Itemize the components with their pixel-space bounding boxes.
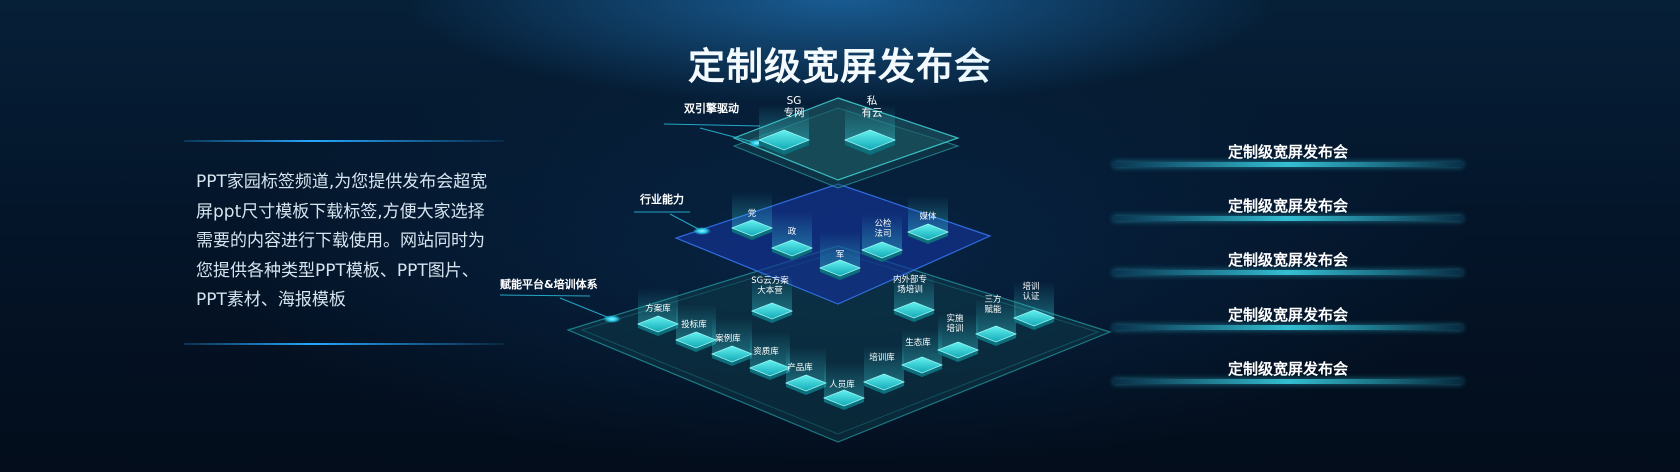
layer-3-node-12: SG云方案大本营	[750, 275, 794, 323]
node-label: 军	[836, 250, 845, 260]
layer-2-node-2: 政	[770, 212, 814, 260]
layer-3-node-4: 资质库	[748, 332, 792, 380]
layer-3-node-2: 投标库	[674, 304, 718, 352]
right-item-4-label: 定制级宽屏发布会	[1227, 306, 1348, 324]
layer-2-node-4: 公检法司	[860, 214, 904, 262]
node-label: 资质库	[753, 346, 779, 357]
right-item-5-label: 定制级宽屏发布会	[1227, 360, 1348, 378]
layer-3-node-1: 方案库	[636, 288, 680, 336]
layer-3-node-10: 三方赋能	[974, 294, 1018, 346]
layer-3-node-5: 产品库	[784, 347, 828, 395]
node-label: 内外部专场培训	[893, 274, 927, 295]
right-item-3-bar	[1113, 270, 1463, 275]
layer-3-node-11: 培训认证	[1012, 281, 1056, 330]
node-label: 人员库	[829, 379, 855, 390]
node-label: 生态库	[905, 337, 931, 348]
layer-1-node-2: 私有云	[843, 95, 897, 155]
node-label: 方案库	[645, 303, 671, 314]
right-item-1-label: 定制级宽屏发布会	[1227, 143, 1348, 161]
right-item-1-bar	[1113, 162, 1463, 167]
layer-3-node-6: 人员库	[822, 362, 866, 410]
intro-top-divider	[184, 140, 504, 142]
layer-3-node-7: 培训库	[862, 346, 906, 394]
layer-label-3: 赋能平台&培训体系	[500, 277, 598, 291]
layer-2-node-3: 军	[818, 232, 862, 280]
node-label: 案例库	[715, 333, 741, 344]
layer-3-node-8: 生态库	[900, 329, 944, 377]
right-item-2-label: 定制级宽屏发布会	[1227, 197, 1348, 215]
node-label: SG云方案大本营	[751, 275, 789, 296]
node-label: 培训库	[869, 352, 895, 363]
layer-label-1: 双引擎驱动	[684, 101, 739, 115]
intro-paragraph: PPT家园标签频道,为您提供发布会超宽屏ppt尺寸模板下载标签,方便大家选择需要…	[196, 172, 488, 310]
node-label: 投标库	[681, 319, 707, 330]
layer-3-node-3: 案例库	[710, 318, 754, 366]
layer-label-2: 行业能力	[639, 192, 684, 206]
node-label: 三方赋能	[984, 294, 1002, 315]
right-item-3-label: 定制级宽屏发布会	[1227, 251, 1348, 269]
right-item-5-bar	[1113, 379, 1463, 384]
layer-3-node-13: 内外部专场培训	[892, 274, 936, 322]
node-label: 政	[788, 226, 797, 237]
layer-2-node-5: 媒体	[906, 196, 950, 244]
node-label: 公检法司	[874, 218, 892, 239]
right-item-2-bar	[1113, 216, 1463, 221]
layer-3-node-9: 实施培训	[936, 313, 980, 362]
node-label: 媒体	[919, 211, 937, 222]
node-label: 党	[748, 208, 757, 219]
intro-bottom-divider	[184, 343, 504, 345]
node-label: 产品库	[787, 362, 813, 373]
layer-callout-2: 行业能力	[634, 192, 711, 235]
node-label: 私有云	[862, 95, 883, 119]
node-label: 培训认证	[1022, 281, 1040, 302]
layer-callout-3: 赋能平台&培训体系	[499, 277, 621, 323]
right-item-4-bar	[1113, 325, 1463, 330]
page-title: 定制级宽屏发布会	[0, 36, 1680, 90]
layer-2-node-1: 党	[730, 192, 774, 240]
node-label: 实施培训	[946, 313, 964, 334]
